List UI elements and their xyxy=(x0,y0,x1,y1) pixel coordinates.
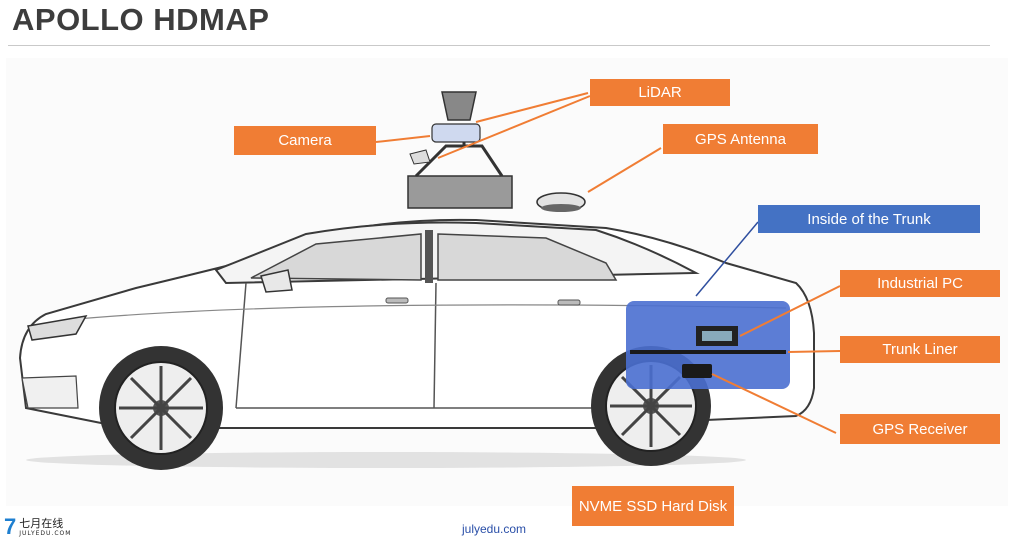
inside-trunk-label: Inside of the Trunk xyxy=(758,205,980,233)
ground-shadow xyxy=(26,452,746,468)
title-divider xyxy=(8,45,990,46)
front-bumper xyxy=(21,375,79,409)
logo-english-text: JULYEDU.COM xyxy=(19,529,72,537)
front-window xyxy=(250,233,422,281)
trunk-liner-leader xyxy=(787,350,841,353)
industrial-pc-label: Industrial PC xyxy=(840,270,1000,297)
logo-chinese-text: 七月在线 xyxy=(19,516,64,530)
footer-url[interactable]: julyedu.com xyxy=(462,522,527,536)
car-sensor-diagram xyxy=(18,91,841,470)
footer-logo: 7 七月在线 JULYEDU.COM xyxy=(4,516,71,538)
headlight xyxy=(27,314,88,341)
inside-trunk-leader xyxy=(695,221,759,297)
front-wheel xyxy=(99,346,223,470)
rear-door-line xyxy=(433,282,437,409)
rear-door-handle xyxy=(557,299,581,306)
julyedu-logo-icon: 7 xyxy=(4,514,17,539)
front-door-line xyxy=(235,282,247,409)
gps-receiver-unit xyxy=(682,364,712,378)
industrial-pc-display xyxy=(702,331,732,341)
front-door-handle xyxy=(385,297,409,304)
camera-leader xyxy=(375,135,431,143)
gps-receiver-leader xyxy=(711,373,837,434)
diagram-panel: LiDAR Camera GPS Antenna Inside of the T… xyxy=(6,58,1008,526)
lidar-unit xyxy=(441,91,477,121)
leader-lines xyxy=(375,92,841,434)
industrial-pc-leader xyxy=(739,285,841,337)
page-title: APOLLO HDMAP xyxy=(12,2,270,37)
lidar-label: LiDAR xyxy=(590,79,730,106)
gps-antenna-unit xyxy=(536,192,586,212)
gps-receiver-label: GPS Receiver xyxy=(840,414,1000,444)
lidar-leader-2 xyxy=(437,95,591,159)
camera-unit xyxy=(409,123,481,165)
rear-window xyxy=(437,233,618,281)
camera-label: Camera xyxy=(234,126,376,155)
gps-antenna-leader xyxy=(587,147,662,193)
side-mirror xyxy=(260,269,293,293)
trunk-liner-label: Trunk Liner xyxy=(840,336,1000,363)
roof-sensor-rack xyxy=(407,130,513,209)
lidar-leader-1 xyxy=(475,92,589,123)
nvme-ssd-label: NVME SSD Hard Disk xyxy=(572,486,734,526)
gps-antenna-label: GPS Antenna xyxy=(663,124,818,154)
